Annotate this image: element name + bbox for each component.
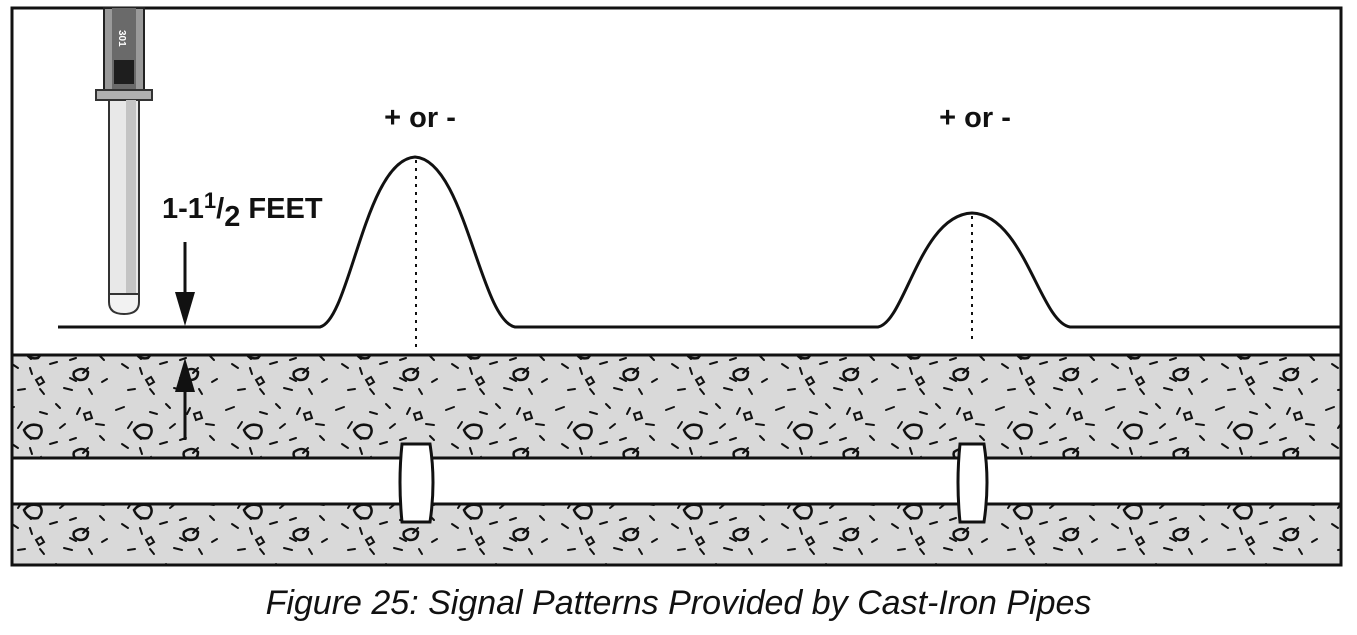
pipe-joint [956, 442, 989, 524]
peak-label: + or - [384, 102, 456, 134]
depth-label: 1-11/2 FEET [162, 188, 323, 233]
signal-trace [58, 155, 1341, 329]
figure-caption: Figure 25: Signal Patterns Provided by C… [265, 584, 1092, 622]
pipe-joint [398, 442, 435, 524]
up-arrow-icon [175, 358, 195, 440]
down-arrow-icon [175, 242, 195, 326]
cast-iron-pipe [10, 456, 1343, 506]
signal-pattern-diagram: + or - + or - 1-11/2 FEET 301 [10, 6, 1343, 567]
probe-label: 301 [116, 30, 127, 47]
locator-probe-icon: 301 [95, 7, 153, 316]
peak-label: + or - [939, 102, 1011, 134]
